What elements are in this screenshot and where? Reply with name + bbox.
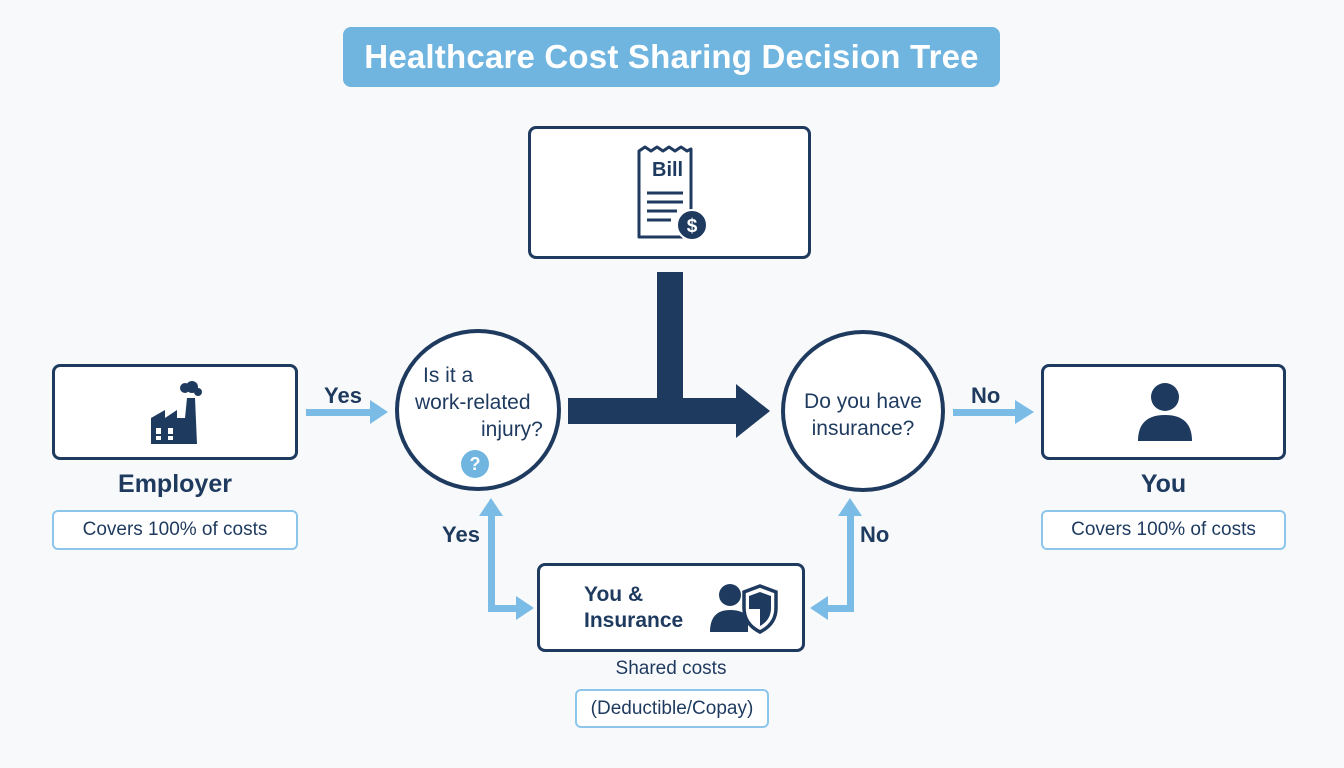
diagram-title: Healthcare Cost Sharing Decision Tree (364, 38, 979, 75)
employer-name: Employer (118, 470, 232, 498)
q1-line1: Is it a (423, 364, 474, 387)
shared-line2: Insurance (584, 609, 684, 632)
no-arrowhead-right (1015, 400, 1034, 424)
q2-line2: insurance? (811, 417, 915, 440)
bill-down-connector (657, 272, 683, 398)
q2-line1: Do you have (804, 390, 922, 413)
question-icon: ? (461, 450, 489, 478)
title-banner: Healthcare Cost Sharing Decision Tree (343, 27, 1000, 87)
bill-box: Bill $ (528, 126, 811, 259)
bill-label: Bill (652, 159, 684, 181)
shared-caption: Shared costs (615, 658, 727, 679)
person-icon (1138, 383, 1192, 441)
you-box (1041, 364, 1286, 460)
factory-icon (151, 381, 202, 444)
q1-line3: injury? (481, 418, 543, 441)
employer-note: Covers 100% of costs (52, 510, 298, 550)
work-injury-question: Is it a work-related injury? ? (395, 329, 561, 491)
edge-label-yes-shared: Yes (442, 522, 480, 547)
q1-line2: work-related (415, 391, 531, 414)
edge-label-no-you: No (971, 383, 1001, 408)
shared-note: (Deductible/Copay) (575, 689, 769, 728)
svg-text:?: ? (470, 454, 481, 474)
you-note: Covers 100% of costs (1041, 510, 1286, 550)
yes-arrowhead-left (370, 400, 388, 424)
dollar-icon: $ (676, 209, 708, 241)
edge-label-no-shared: No (860, 522, 890, 547)
you-name: You (1140, 470, 1187, 498)
svg-text:$: $ (687, 216, 698, 237)
person-shield-icon (710, 584, 778, 634)
main-arrowhead (736, 384, 770, 438)
insurance-question: Do you have insurance? (781, 330, 945, 492)
horizontal-connector (568, 398, 738, 424)
employer-box (52, 364, 298, 460)
shared-line1: You & (584, 583, 644, 606)
shared-costs-box: You & Insurance (537, 563, 805, 652)
edge-label-yes-employer: Yes (324, 383, 362, 408)
